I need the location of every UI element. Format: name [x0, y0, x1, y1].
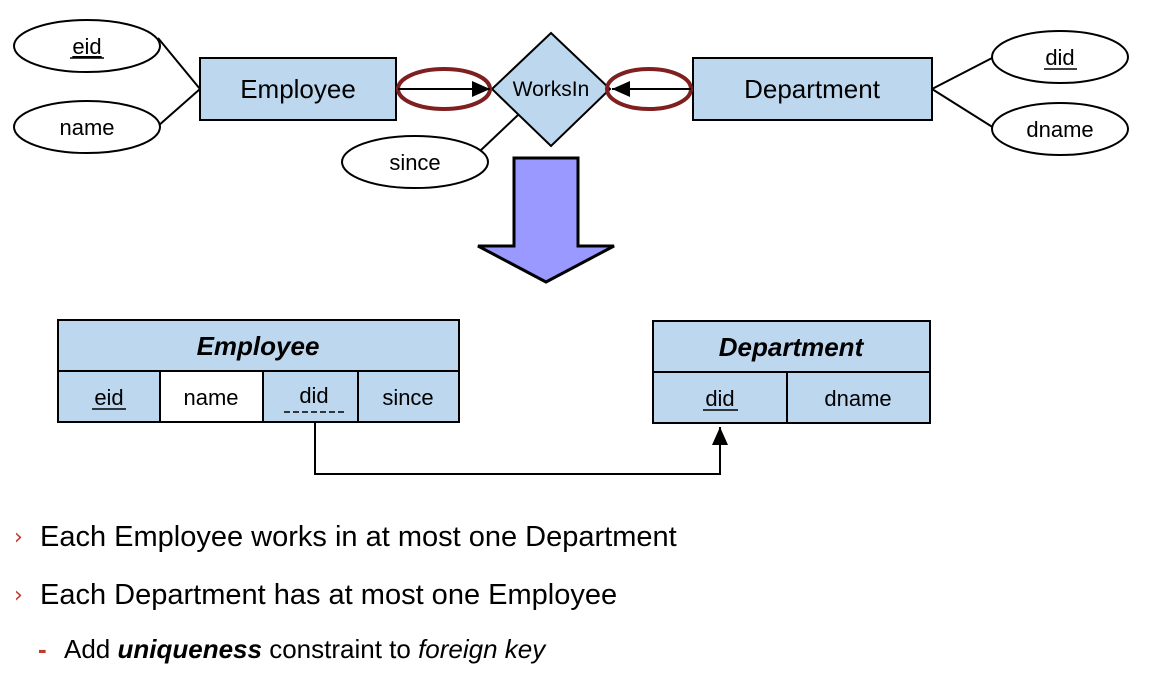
employee-col-since: since [382, 385, 433, 410]
bullet-marker: › [14, 582, 23, 608]
sub-bullet-text: Add uniqueness constraint to foreign key [64, 634, 545, 665]
name-connector [157, 88, 201, 127]
sub-text-pre: Add [64, 633, 118, 664]
eid-connector [157, 37, 201, 90]
dname-connector [931, 88, 995, 129]
sub-text-mid: constraint to [261, 633, 419, 664]
transform-down-arrow [477, 156, 615, 284]
constraint-bullets: › Each Employee works in at most one Dep… [14, 508, 1144, 674]
since-attribute: since [341, 135, 489, 189]
employee-entity-label: Employee [240, 74, 356, 104]
worksin-relationship: WorksIn [490, 31, 612, 148]
sub-bullet-marker: - [38, 633, 47, 664]
sub-bullet-item: - Add uniqueness constraint to foreign k… [14, 624, 1144, 674]
department-table-title: Department [719, 332, 865, 362]
employee-table-title: Employee [197, 331, 320, 361]
since-attribute-label: since [389, 150, 440, 175]
department-table: Department did dname [652, 320, 931, 424]
eid-attribute: eid [13, 19, 161, 73]
bullet-marker: › [14, 524, 23, 550]
sub-text-italic: foreign key [418, 633, 546, 664]
did-attribute-label: did [1045, 45, 1074, 70]
did-attribute: did [991, 30, 1129, 84]
employee-col-did: did [299, 383, 328, 408]
employee-col-name: name [183, 385, 238, 410]
sub-text-bold: uniqueness [117, 633, 262, 664]
employee-col-eid: eid [94, 385, 123, 410]
name-attribute-label: name [59, 115, 114, 140]
employee-entity: Employee [199, 57, 397, 121]
employee-table: Employee eid name did since [57, 319, 460, 423]
er-diagram: eid name since did dname Employee Depart… [13, 19, 1129, 475]
bullet-text-2: Each Department has at most one Employee [40, 578, 618, 611]
bullet-text-1: Each Employee works in at most one Depar… [40, 520, 677, 553]
department-entity-label: Department [744, 74, 881, 104]
department-col-dname: dname [824, 386, 891, 411]
bullet-item-2: › Each Department has at most one Employ… [14, 566, 1144, 624]
name-attribute: name [13, 100, 161, 154]
department-col-did: did [705, 386, 734, 411]
since-connector [479, 114, 519, 152]
dname-attribute-label: dname [1026, 117, 1093, 142]
dname-attribute: dname [991, 102, 1129, 156]
foreign-key-arrow [314, 423, 728, 475]
eid-attribute-label: eid [72, 34, 101, 59]
did-connector [931, 56, 995, 90]
bullet-item-1: › Each Employee works in at most one Dep… [14, 508, 1144, 566]
worksin-relationship-label: WorksIn [513, 78, 590, 101]
department-entity: Department [692, 57, 933, 121]
